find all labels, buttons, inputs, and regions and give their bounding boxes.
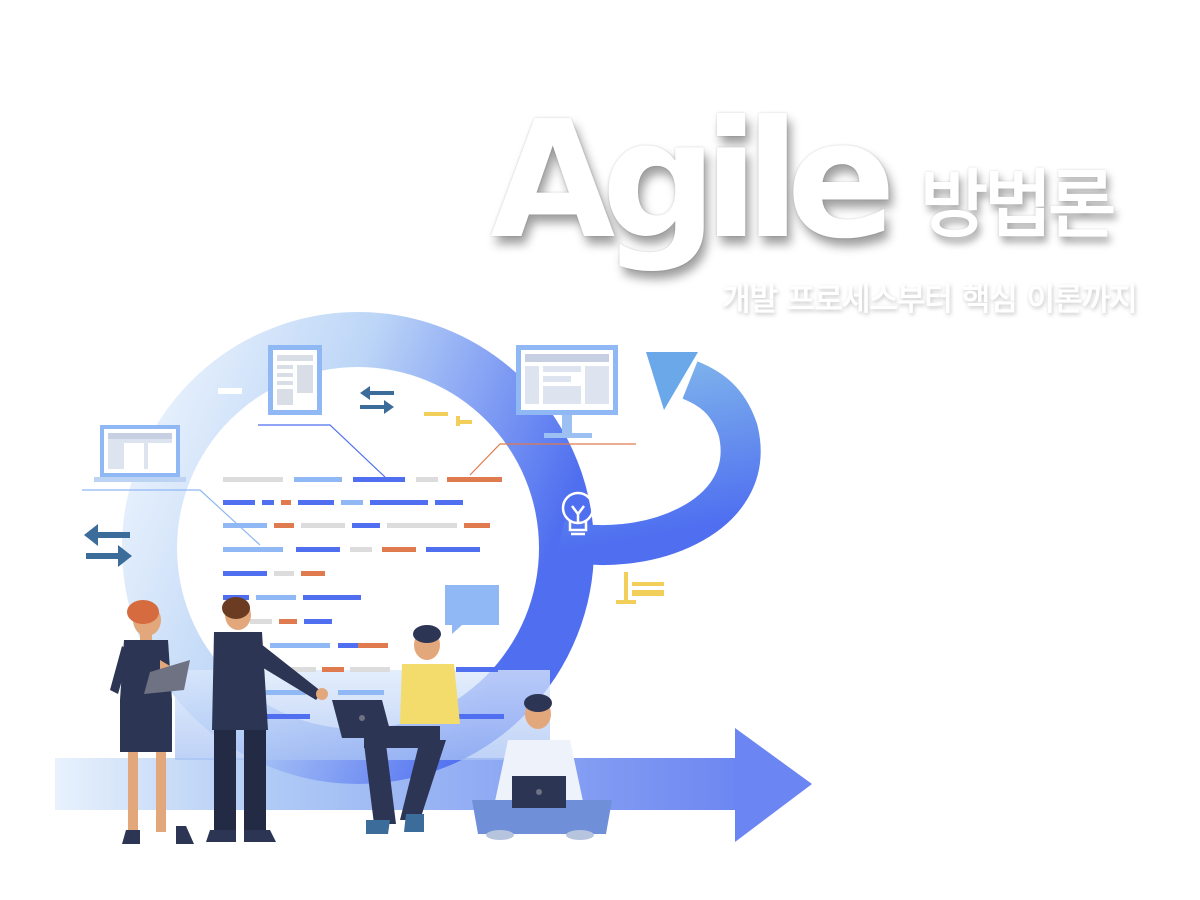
swap-arrows-icon-left (84, 524, 132, 567)
woman-with-tablet (110, 600, 194, 844)
swap-arrows-icon (360, 386, 394, 414)
title-block: Agile 방법론 개발 프로세스부터 핵심 이론까지 (490, 100, 1170, 340)
page-title: Agile (490, 87, 896, 275)
man-pointing (206, 597, 328, 842)
monitor-icon (516, 345, 618, 438)
lightbulb-icon (561, 491, 595, 536)
laptop-icon (94, 425, 186, 482)
man-with-laptop-on-bench (332, 625, 460, 834)
yellow-accents (424, 412, 664, 604)
speech-bubble-icon (445, 585, 499, 634)
man-sitting-cross-legged-with-laptop (472, 694, 612, 840)
feedback-loop-arrow (555, 352, 761, 566)
document-icon (268, 345, 322, 415)
code-lines (223, 477, 504, 719)
dash-mark (218, 388, 242, 394)
connector-lines (82, 424, 636, 546)
tagline: 개발 프로세스부터 핵심 이론까지 (722, 282, 1138, 318)
page-title-suffix: 방법론 (920, 162, 1116, 248)
